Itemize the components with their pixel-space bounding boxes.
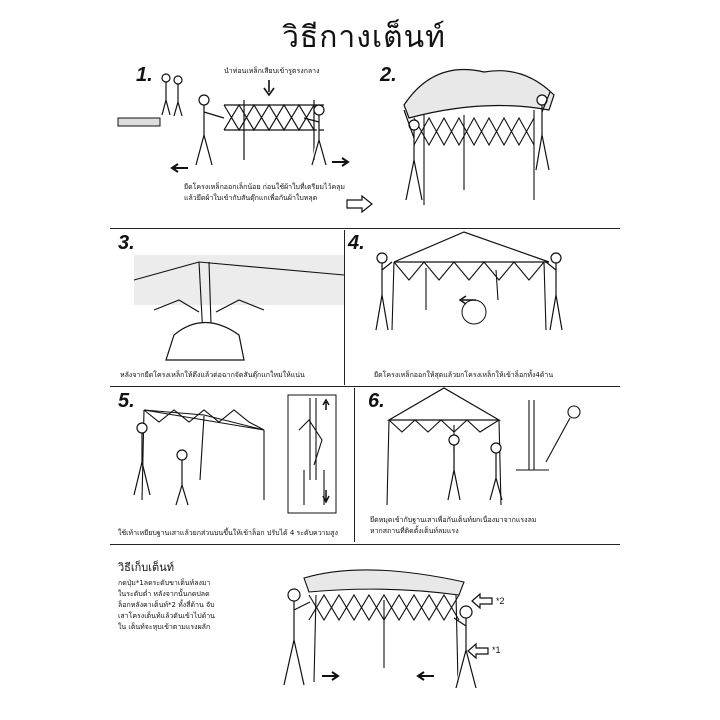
divider-row-3 — [110, 544, 620, 545]
step-4-number: 4. — [348, 232, 365, 254]
step-1-illustration — [117, 73, 373, 214]
fold-heading: วิธีเก็บเต็นท์ — [118, 561, 174, 574]
divider-col-row3 — [354, 388, 355, 542]
step-2-number: 2. — [380, 64, 397, 86]
step-6-number: 6. — [368, 390, 385, 412]
step-6-caption: ยึดหมุดเข้ากับฐานเสาเพื่อกันเต็นท์ยกเนื่… — [370, 516, 537, 535]
step-5-illustration — [133, 394, 337, 514]
step-4-illustration — [375, 231, 563, 331]
fold-instructions: กดปุ่ม*1ลดระดับขาเต็นท์ลงมา ในระดับต่ำ ห… — [118, 579, 215, 631]
instruction-sheet: วิธีกางเต็นท์ 1. นำท่อนเหล็กเสียบเข้ารูต… — [104, 0, 624, 720]
step-3-number: 3. — [118, 232, 135, 254]
step-2-illustration — [403, 68, 555, 205]
step-1-top-note: นำท่อนเหล็กเสียบเข้ารูตรงกลาง — [224, 67, 320, 75]
divider-row-1 — [110, 228, 620, 229]
step-5-caption: ใช้เท้าเหยียบฐานเสาแล้วยกส่วนบนขึ้นให้เข… — [118, 529, 338, 537]
fold-illustration — [283, 569, 493, 689]
step-3-illustration — [133, 255, 345, 361]
step-4-caption: ยืดโครงเหล็กออกให้สุดแล้วยกโครงเหล็กให้เ… — [374, 371, 554, 379]
divider-col-row2 — [344, 230, 345, 385]
step-1-number: 1. — [136, 64, 153, 86]
divider-row-2 — [110, 386, 620, 387]
step-1-caption: ยืดโครงเหล็กออกเล็กน้อย ก่อนใช้ผ้าใบที่เ… — [184, 183, 346, 202]
fold-marker-1: *1 — [492, 645, 501, 655]
step-6-illustration — [386, 387, 581, 506]
step-3-caption: หลังจากยืดโครงเหล็กให้ตึงแล้วต่อฉากจัดสั… — [120, 371, 305, 379]
step-5-number: 5. — [118, 390, 135, 412]
page-title: วิธีกางเต็นท์ — [282, 20, 446, 55]
fold-marker-2: *2 — [496, 596, 505, 606]
